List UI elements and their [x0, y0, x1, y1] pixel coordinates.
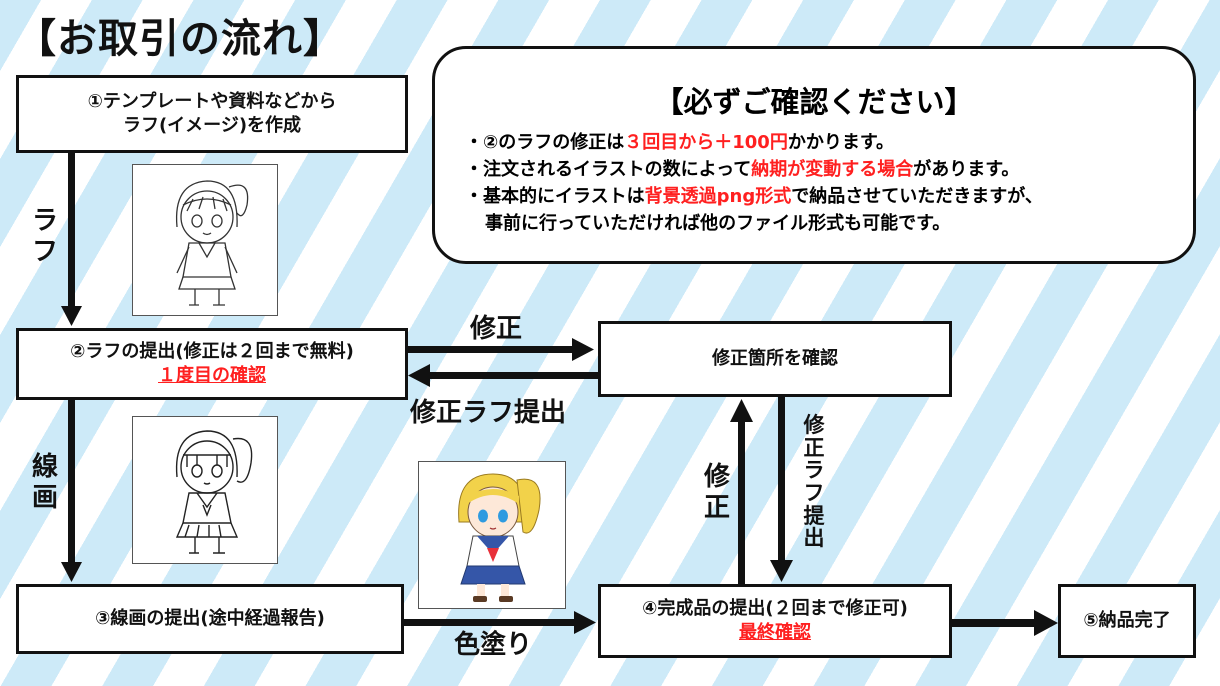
- colored-character-image: [418, 461, 566, 609]
- coloring-label: 色塗り: [454, 630, 533, 660]
- revised-rough-label-vertical: 修正ラフ提出: [803, 413, 825, 551]
- notice-line-4: 事前に行っていただければ他のファイル形式も可能です。: [485, 213, 951, 234]
- check-fix-box: 修正箇所を確認: [598, 321, 952, 397]
- lineart-image: [132, 416, 278, 564]
- first-check-label: １度目の確認: [158, 365, 266, 386]
- fix-label-vertical: 修正: [703, 462, 730, 524]
- revised-rough-label-top: 修正ラフ提出: [410, 398, 567, 428]
- fix-label-top: 修正: [470, 314, 523, 344]
- lineart-label: 線画: [31, 452, 58, 514]
- step-1-box: ①テンプレートや資料などから ラフ(イメージ)を作成: [16, 75, 408, 153]
- rough-sketch-image: [132, 164, 278, 316]
- step-3-box: ③線画の提出(途中経過報告): [16, 584, 404, 654]
- notice-heading: 【必ずご確認ください】: [654, 85, 974, 119]
- notice-panel: 【必ずご確認ください】 ・②のラフの修正は３回目から＋100円かかります。 ・注…: [432, 46, 1196, 264]
- step-5-box: ⑤納品完了: [1058, 584, 1196, 658]
- notice-line-1: ・②のラフの修正は３回目から＋100円かかります。: [465, 132, 895, 153]
- final-check-label: 最終確認: [739, 622, 811, 643]
- step-4-box: ④完成品の提出(２回まで修正可) 最終確認: [598, 584, 952, 658]
- rough-label: ラフ: [31, 206, 58, 268]
- step-2-box: ②ラフの提出(修正は２回まで無料) １度目の確認: [16, 328, 408, 400]
- notice-line-2: ・注文されるイラストの数によって納期が変動する場合があります。: [465, 159, 1020, 180]
- page-title: 【お取引の流れ】: [16, 16, 344, 62]
- notice-line-3: ・基本的にイラストは背景透過png形式で納品させていただきますが、: [465, 186, 1043, 207]
